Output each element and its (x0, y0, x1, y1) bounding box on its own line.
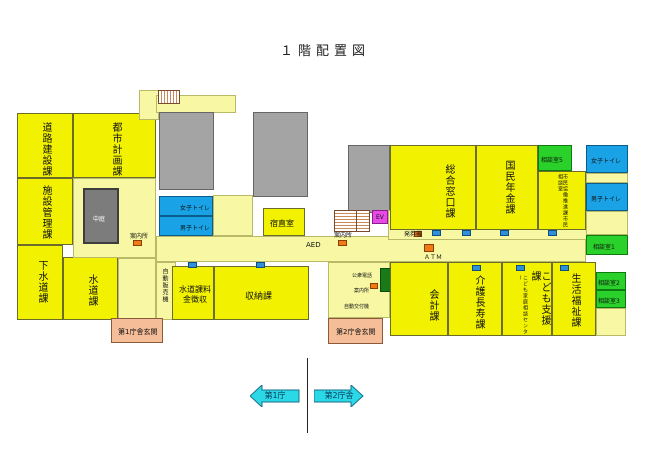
room-kaigo[interactable]: 介護長寿課 (448, 262, 502, 336)
counter-marker (432, 230, 441, 236)
ticket-machine[interactable] (414, 231, 422, 237)
collection-label: 収納課 (245, 292, 273, 302)
stairs-mid-2 (356, 210, 370, 232)
consult1-label: 相談室1 (593, 244, 615, 251)
auto-pay-label: 自動交付機 (344, 304, 370, 310)
corridor-mid (213, 195, 253, 236)
void-block-1 (159, 112, 214, 190)
phone-label: 公衆電話 (352, 273, 373, 279)
urban-label: 都市計画課 (110, 122, 121, 177)
left-arrow-icon (250, 385, 300, 407)
info3-label: 案内所 (354, 288, 370, 294)
kaigo-label: 介護長寿課 (473, 275, 484, 330)
counter-marker (472, 265, 481, 271)
room-water-fee[interactable]: 水道課料金徴収 (172, 266, 214, 320)
void-block-4 (348, 145, 390, 213)
female-wc2-label: 女子トイレ (591, 158, 622, 165)
courtyard-label: 中庭 (93, 216, 106, 223)
info-desk-1 (133, 240, 142, 246)
road-label: 道路建設課 (40, 122, 51, 177)
male-wc1-label: 男子トイレ (180, 225, 211, 232)
right-arrow-icon (314, 385, 364, 407)
room-water[interactable]: 水道課 (63, 257, 118, 320)
entrance-1[interactable]: 第1庁舎玄関 (111, 318, 163, 343)
counter-marker (256, 262, 265, 268)
nav-building1-button[interactable]: 第1庁 (250, 385, 300, 407)
divider-line (307, 358, 308, 433)
counter-marker (560, 265, 569, 271)
pension-label: 国民年金課 (503, 160, 514, 215)
room-pension[interactable]: 国民年金課 (476, 145, 538, 230)
room-road[interactable]: 道路建設課 (17, 113, 73, 178)
info1-label: 案内所 (130, 233, 149, 240)
corridor-main (156, 236, 586, 262)
consult5-label: 相談室5 (541, 157, 563, 164)
hakken-label: 発券機 (404, 231, 423, 238)
auto-machine-label: 自動販売機 (161, 268, 168, 303)
info-desk-2 (338, 240, 347, 246)
room-consult3[interactable]: 相談室3 (596, 290, 626, 308)
info-desk-3 (370, 283, 378, 289)
stairs-mid (334, 210, 358, 232)
aed-label: AED (306, 241, 321, 249)
room-consult2[interactable]: 相談室2 (596, 272, 626, 290)
room-collection[interactable]: 収納課 (214, 266, 309, 320)
facility-label: 施設管理課 (40, 185, 51, 240)
corridor-wc2b (586, 211, 628, 235)
entrance-2[interactable]: 第2庁舎玄関 (328, 318, 383, 344)
elevator[interactable]: EV (372, 210, 388, 224)
nav-building2-button[interactable]: 第2庁舎 (314, 385, 364, 407)
counter-marker (500, 230, 509, 236)
female-restroom-1[interactable]: 女子トイレ (159, 196, 213, 216)
water-label: 水道課 (86, 274, 97, 307)
sewer-label: 下水道課 (36, 260, 47, 304)
entrance1-label: 第1庁舎玄関 (118, 328, 158, 336)
room-facility[interactable]: 施設管理課 (17, 178, 73, 245)
corridor-right-end (596, 308, 626, 336)
nav-left-label: 第1庁 (264, 391, 286, 400)
night-label: 宿直室 (270, 219, 294, 228)
water-fee-label: 水道課料金徴収 (179, 285, 211, 304)
madoguchi-label: 総合窓口課 (443, 164, 454, 219)
nav-right-label: 第2庁舎 (324, 391, 354, 400)
room-night[interactable]: 宿直室 (263, 208, 305, 236)
entrance2-label: 第2庁舎玄関 (336, 328, 376, 336)
room-consult5[interactable]: 相談室5 (538, 145, 572, 171)
courtyard: 中庭 (83, 188, 119, 244)
stairs-top (158, 90, 180, 104)
counter-marker (516, 265, 525, 271)
male-restroom-2[interactable]: 男子トイレ (586, 183, 628, 211)
counter-marker (548, 230, 557, 236)
room-urban[interactable]: 都市計画課 (73, 113, 156, 178)
ev-label: EV (376, 214, 384, 221)
room-madoguchi[interactable]: 総合窓口課 (390, 145, 476, 230)
counter-marker (462, 230, 471, 236)
room-kodomo[interactable]: こども支援課 こども家庭相談センター (502, 262, 552, 336)
female-restroom-2[interactable]: 女子トイレ (586, 145, 628, 173)
corridor-wc2 (586, 173, 628, 183)
room-civic[interactable]: 市民協働推進課市民相談室 (538, 171, 586, 230)
void-block-2 (253, 112, 308, 197)
consult2-label: 相談室2 (598, 280, 620, 287)
room-kaikei[interactable]: 会計課 (390, 262, 448, 336)
atm-box[interactable] (424, 244, 434, 252)
civic-label: 市民協働推進課市民相談室 (557, 174, 568, 228)
info2-label: 案内所 (334, 232, 353, 239)
corridor-left (118, 258, 156, 320)
room-welfare[interactable]: 生活福祉課 (552, 262, 596, 336)
male-wc2-label: 男子トイレ (591, 196, 622, 203)
female-wc1-label: 女子トイレ (180, 205, 211, 212)
room-sewer[interactable]: 下水道課 (17, 245, 63, 320)
atm-label: ＡＴＭ (424, 254, 443, 261)
welfare-label: 生活福祉課 (569, 273, 580, 328)
kodomo-sub-label: こども家庭相談センター (517, 275, 528, 335)
kodomo-label: こども支援課 (529, 271, 550, 326)
page-title: １階配置図 (279, 44, 370, 59)
male-restroom-1[interactable]: 男子トイレ (159, 216, 213, 236)
room-consult1[interactable]: 相談室1 (586, 235, 628, 255)
kaikei-label: 会計課 (427, 289, 438, 322)
consult3-label: 相談室3 (598, 298, 620, 305)
counter-marker (188, 262, 197, 268)
